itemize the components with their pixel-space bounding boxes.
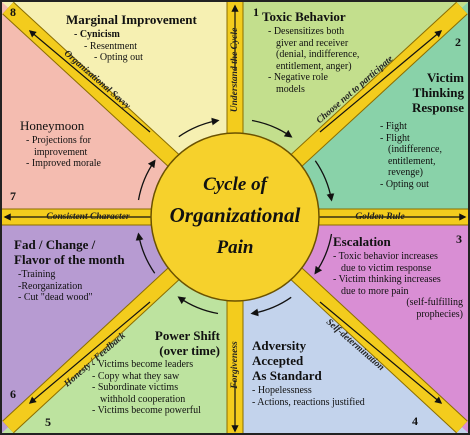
section-1-title: Toxic Behavior xyxy=(262,9,346,24)
center-title-line-2: Organizational xyxy=(170,203,301,227)
band-label-understand: Understand the Cycle xyxy=(230,27,240,112)
section-5-items: - Victims become leaders - Copy what the… xyxy=(92,359,222,417)
section-5-item: - Copy what they saw xyxy=(92,370,180,382)
section-3-item: due to victim response xyxy=(341,262,432,274)
section-1-text: Toxic Behavior - Desensitizes both giver… xyxy=(262,9,372,95)
section-8-item: - Opting out xyxy=(94,52,143,63)
section-3-text: Escalation - Toxic behavior increases du… xyxy=(333,234,467,320)
section-7-item: - Improved morale xyxy=(26,158,101,169)
center-title-line-3: Pain xyxy=(216,237,254,258)
section-8-number: 8 xyxy=(10,5,16,19)
section-7-item: improvement xyxy=(34,146,88,158)
center-circle xyxy=(150,132,320,302)
section-5-number: 5 xyxy=(45,415,51,429)
section-1-item: - Desensitizes both xyxy=(268,26,345,37)
cycle-arrow-3 xyxy=(314,233,333,275)
section-3-item: - Victim thinking increases xyxy=(333,274,441,285)
section-4-title-line: Accepted xyxy=(252,353,304,368)
section-4-item: - Hopelessness xyxy=(252,385,312,396)
cycle-arrow-8 xyxy=(178,117,220,138)
section-5-title: Power Shift (over time) xyxy=(120,328,220,358)
section-3-title: Escalation xyxy=(333,234,391,249)
section-2-title-line: Thinking xyxy=(412,85,464,100)
section-2-item: - Fight xyxy=(380,121,407,132)
savvy-arrow xyxy=(28,30,151,133)
cycle-arrow-7 xyxy=(137,159,156,201)
section-6-item: - Cut "dead wood" xyxy=(18,292,93,303)
cycle-arrow-4 xyxy=(250,296,292,317)
section-5-item: - Victims become leaders xyxy=(92,359,194,370)
section-6-item: -Reorganization xyxy=(18,280,83,292)
cycle-arrow-6 xyxy=(135,232,156,274)
section-2-item: revenge) xyxy=(388,167,423,178)
cycle-arrow-5 xyxy=(177,296,219,315)
self-determination-arrow xyxy=(319,301,443,404)
section-1-item: entitlement, anger) xyxy=(276,60,352,72)
section-3-number: 3 xyxy=(456,232,462,246)
section-6-title-line: Flavor of the month xyxy=(14,252,125,267)
section-4-item: - Actions, reactions justified xyxy=(252,396,365,408)
section-8-text: Marginal Improvement - Cynicism - Resent… xyxy=(66,12,226,64)
section-6-text: Fad / Change / Flavor of the month -Trai… xyxy=(14,237,154,304)
center-title-line-1: Cycle of xyxy=(203,174,269,195)
section-3-item: - Toxic behavior increases xyxy=(333,251,438,262)
section-1-item: (denial, indifference, xyxy=(276,49,360,60)
cycle-arrow-1 xyxy=(251,119,293,138)
section-6-item: -Training xyxy=(18,269,56,280)
band-label-forgiveness: Forgiveness xyxy=(230,341,240,390)
section-2-item: (indifference, xyxy=(388,144,442,155)
section-2-item: - Flight xyxy=(380,132,410,144)
section-3-item: prophecies) xyxy=(416,308,463,320)
section-5-title-line: Power Shift xyxy=(154,328,220,343)
section-6-title-line: Fad / Change / xyxy=(14,237,96,252)
section-4-number: 4 xyxy=(412,414,418,428)
section-3-item: (self-fulfilling xyxy=(406,297,463,308)
section-4-title-line: As Standard xyxy=(252,368,322,383)
section-8-title: Marginal Improvement xyxy=(66,12,197,27)
band-label-golden-rule: Golden Rule xyxy=(355,212,405,222)
section-7-number: 7 xyxy=(10,189,16,203)
cycle-arrow-2 xyxy=(314,160,335,202)
section-8-item: - Cynicism xyxy=(74,29,120,40)
section-4-title-line: Adversity xyxy=(252,338,307,353)
section-7-title: Honeymoon xyxy=(20,118,85,133)
section-2-item: entitlement, xyxy=(388,155,436,167)
section-2-title-line: Victim xyxy=(426,70,464,85)
section-2-item: - Opting out xyxy=(380,178,429,190)
section-4-text: Adversity Accepted As Standard - Hopeles… xyxy=(252,338,412,408)
section-1-item: giver and receiver xyxy=(276,37,349,49)
section-2-title-line: Response xyxy=(411,100,464,115)
section-6-number: 6 xyxy=(10,387,16,401)
band-label-consistent-character: Consistent Character xyxy=(46,212,129,222)
section-1-item: models xyxy=(276,83,305,95)
section-8-item: - Resentment xyxy=(84,40,138,52)
section-1-item: - Negative role xyxy=(268,72,328,83)
section-2-title: Victim Thinking Response xyxy=(392,70,464,115)
section-5-item: withhold cooperation xyxy=(100,393,186,405)
section-5-item: - Subordinate victims xyxy=(92,382,179,393)
section-2-number: 2 xyxy=(455,35,461,49)
section-1-number: 1 xyxy=(253,5,259,19)
section-7-item: - Projections for xyxy=(26,135,91,146)
section-5-title-line: (over time) xyxy=(159,343,220,358)
section-7-text: Honeymoon - Projections for improvement … xyxy=(20,118,140,170)
choose-arrow xyxy=(319,30,443,133)
section-2-items: - Fight - Flight (indifference, entitlem… xyxy=(380,121,468,190)
section-3-item: due to more pain xyxy=(341,285,409,297)
section-5-item: - Victims become powerful xyxy=(92,405,201,416)
honesty-arrow xyxy=(28,301,151,404)
